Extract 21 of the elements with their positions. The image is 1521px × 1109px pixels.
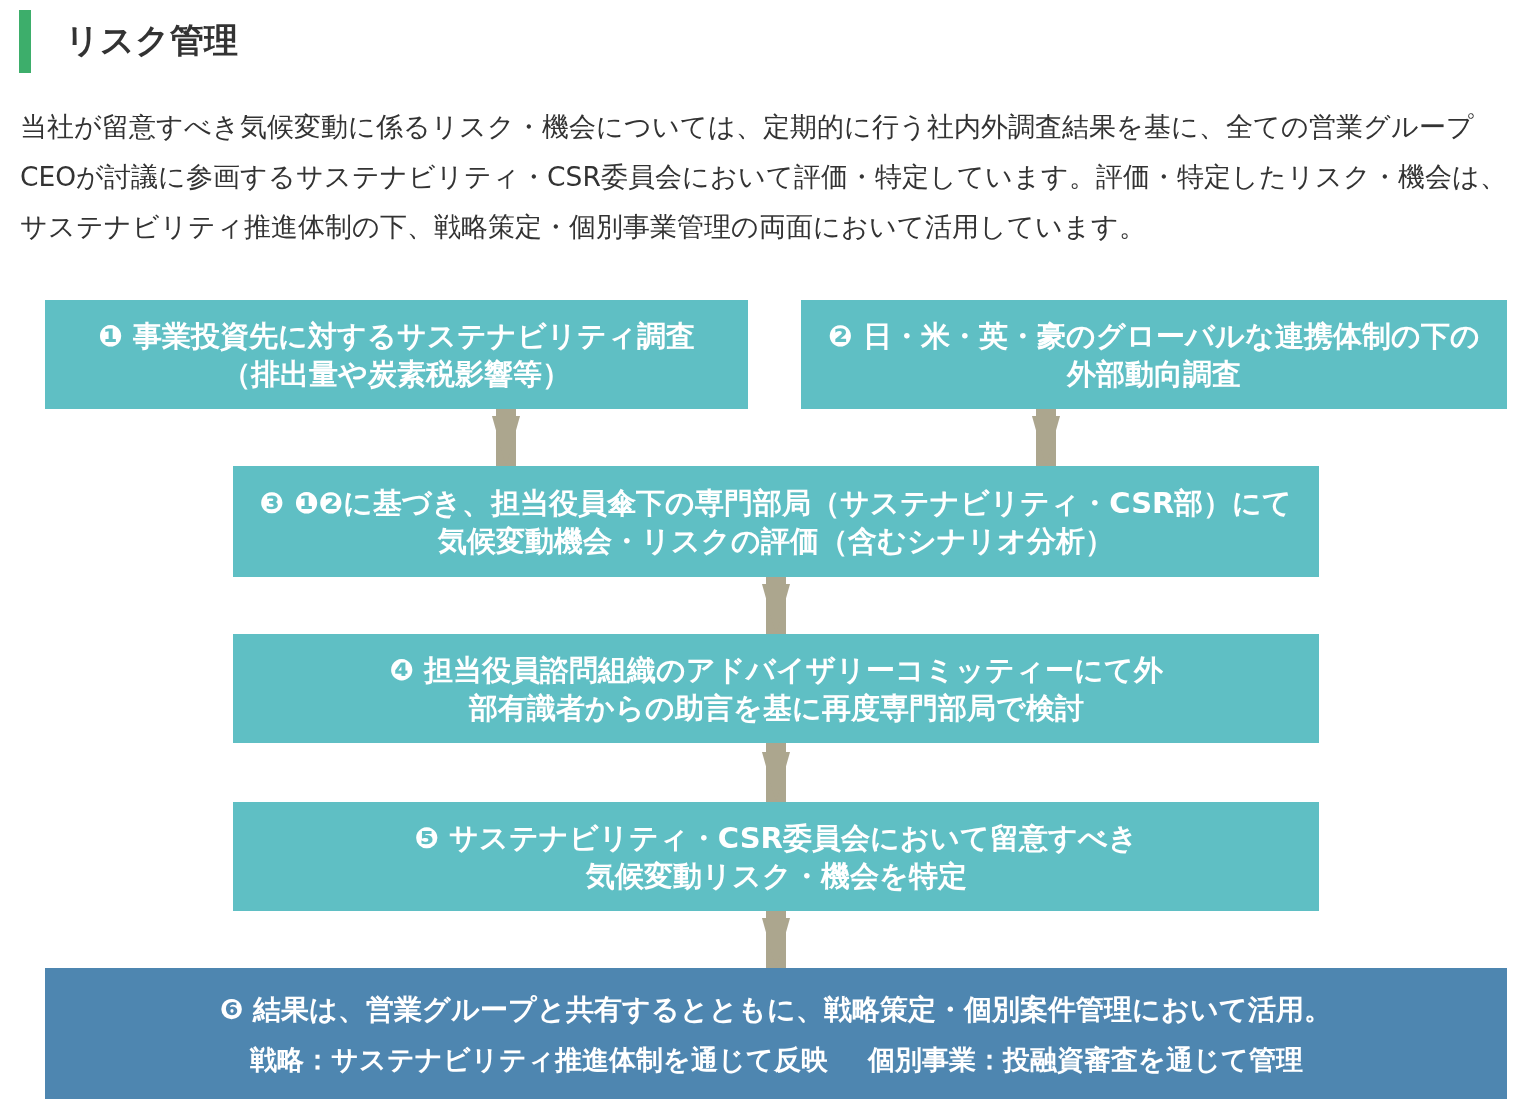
- box-text: ❶ 事業投資先に対するサステナビリティ調査（排出量や炭素税影響等）: [97, 317, 696, 393]
- box-text: 個別事業：投融資審査を通じて管理: [867, 1042, 1303, 1077]
- process-box: [233, 634, 1319, 743]
- process-box: [233, 802, 1319, 911]
- paragraph: 当社が留意すべき気候変動に係るリスク・機会については、定期的に行う社内外調査結果を基に、全ての営業グループCEOが討議に参画するサステナビリティ・CSR委員会において評価・特定しています。評価・特定したリスク・機会は、サステナビリティ推進体制の下、戦略策定・個別事業管理の両面において活用しています。: [20, 110, 1508, 244]
- box-text: ❹ 担当役員諮問組織のアドバイザリーコミッティーにて外部有識者からの助言を基に再度専門部局で検討: [388, 651, 1164, 727]
- box-text: ❷ 日・米・英・豪のグローバルな連携体制の下の外部動向調査: [827, 317, 1481, 393]
- process-box: [801, 300, 1507, 409]
- box-text: ❻ 結果は、営業グループと共有するとともに、戦略策定・個別案件管理において活用。: [219, 991, 1333, 1028]
- box-text: 戦略：サステナビリティ推進体制を通じて反映: [249, 1042, 828, 1077]
- arrow: [762, 911, 790, 968]
- process-box: [45, 300, 748, 409]
- arrow: [762, 743, 790, 802]
- arrow: [1032, 409, 1060, 466]
- result-box: [45, 968, 1507, 1099]
- box-text: ❺ サステナビリティ・CSR委員会において留意すべき気候変動リスク・機会を特定: [413, 819, 1139, 895]
- process-box: [233, 466, 1319, 577]
- arrow: [762, 577, 790, 634]
- box-text: ❸ ❶❷に基づき、担当役員傘下の専門部局（サステナビリティ・CSR部）にて気候変動機会・リスクの評価（含むシナリオ分析）: [258, 484, 1294, 560]
- heading: リスク管理: [65, 19, 238, 62]
- arrow: [492, 409, 520, 466]
